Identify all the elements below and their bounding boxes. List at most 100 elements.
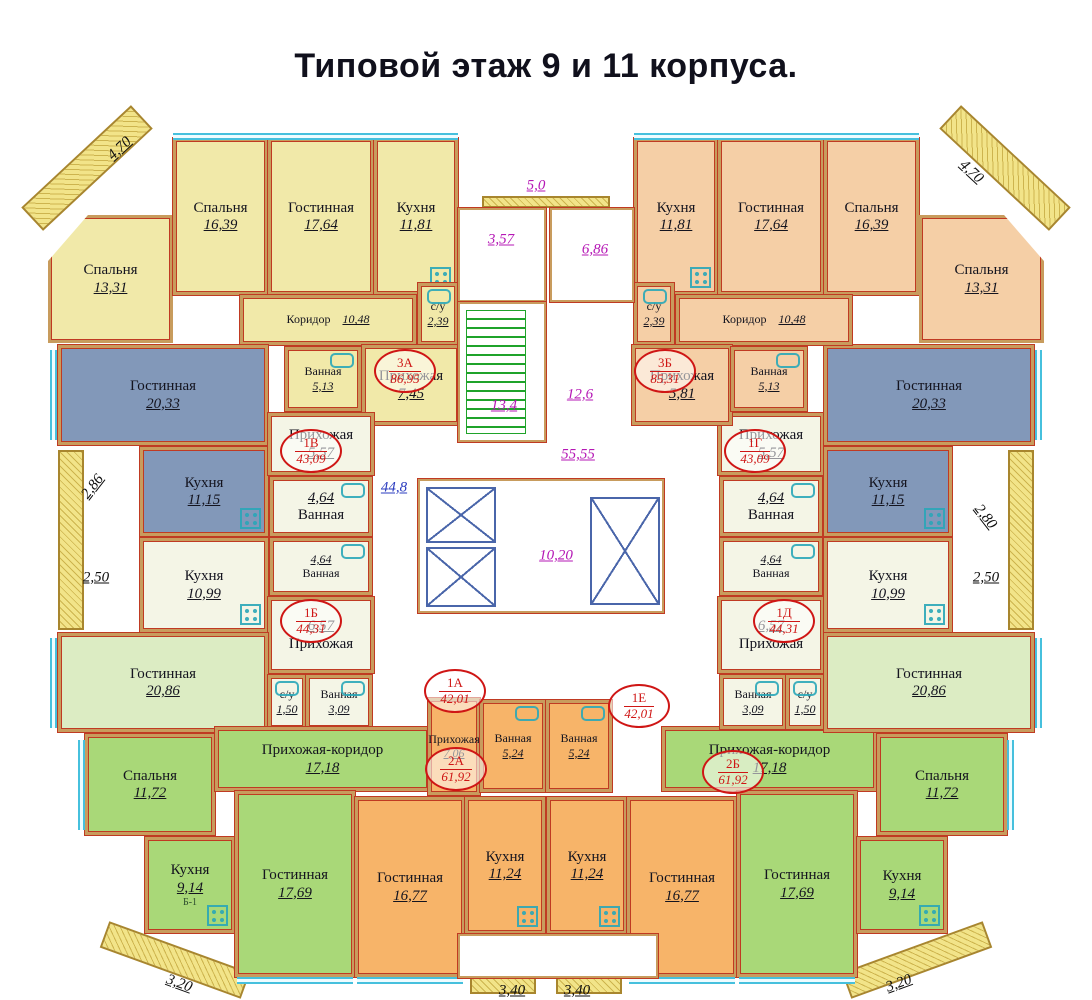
balcony-bay [1008, 450, 1034, 630]
balcony-bay [21, 105, 153, 231]
apartment-area: 44,31 [296, 620, 326, 636]
room-name: Ванная [560, 731, 598, 746]
room-name: Ванная [752, 566, 790, 580]
room-area: 16,77 [665, 887, 699, 904]
apartment-area: 42,01 [624, 705, 654, 721]
apartment-id: 1Д [768, 605, 800, 622]
window-strip [50, 350, 57, 440]
core-dimension-label: 3,57 [487, 231, 515, 248]
room-area: 4,64 [760, 551, 782, 566]
window-strip [1007, 740, 1014, 830]
core-dimension-label: 13,4 [490, 397, 518, 414]
room-area: 4,64 [307, 489, 335, 506]
room-area: 20,33 [146, 395, 180, 412]
room-name: Гостинная [129, 665, 197, 682]
room-area: 10,48 [778, 312, 806, 327]
window-strip [173, 133, 458, 140]
room-name: Спальня [954, 262, 1009, 278]
room-area: 2,39 [643, 313, 665, 328]
room-area: 11,24 [488, 866, 522, 882]
room-name: Кухня [567, 848, 607, 865]
room-area: 17,18 [305, 759, 340, 776]
dimension-label: 2,50 [82, 569, 110, 586]
room-name: Гостинная [648, 870, 716, 886]
apartment-id: 3Б [650, 355, 680, 372]
room-name: Прихожая [428, 731, 480, 746]
room-name: Кухня [868, 568, 908, 584]
lobby-landing [457, 933, 659, 979]
room-area: 17,64 [754, 217, 788, 233]
dimension-label: 2,80 [971, 501, 1000, 532]
room-area: 1,50 [276, 701, 298, 716]
room-name: с/у [646, 299, 662, 314]
room-area: 1,50 [794, 701, 816, 716]
room-name: Коридор [286, 312, 331, 327]
window-strip [357, 977, 463, 984]
room-name: с/у [797, 687, 813, 702]
room-area: 11,81 [399, 217, 433, 233]
room-name: Коридор [722, 312, 767, 327]
room-area: 5,24 [502, 745, 524, 760]
balcony-bay [58, 450, 84, 630]
room-name: Гостинная [895, 665, 963, 682]
dimension-label: 3,40 [498, 982, 526, 999]
room-area: 17,69 [278, 884, 312, 901]
room-area: 11,81 [659, 217, 693, 233]
room-name: Ванная [304, 364, 342, 379]
room-name: Спальня [193, 199, 248, 216]
room-name: Ванная [734, 687, 772, 702]
room-name: Кухня [184, 474, 224, 491]
room-name: с/у [279, 687, 295, 702]
room: Коридор 10,48 [675, 294, 853, 346]
apartment-id: 1Г [739, 435, 770, 452]
room-name: Спальня [914, 767, 970, 784]
room-area: 4,64 [757, 489, 785, 506]
apartment-id: 1Е [623, 690, 655, 707]
room-name: Кухня [396, 199, 436, 216]
apartment-area: 85,31 [650, 370, 680, 386]
core-dimension-label: 12,6 [566, 386, 594, 403]
apartment-id: 3А [389, 355, 421, 372]
window-strip [1035, 638, 1042, 728]
room-area: 4,64 [310, 551, 332, 566]
room-name: Гостинная [376, 870, 444, 886]
room-area: 5,24 [568, 745, 590, 760]
room-name: Кухня [485, 848, 525, 865]
core-dimension-label: 44,8 [380, 479, 408, 496]
window-strip [634, 133, 919, 140]
room-area: 10,99 [871, 585, 905, 602]
room-area: 16,77 [393, 887, 427, 904]
room-name: Гостинная [287, 199, 355, 216]
core-dimension-label: 6,86 [581, 241, 609, 258]
room-area: 5,13 [312, 378, 334, 393]
apartment-area: 43,09 [740, 450, 770, 466]
room-area: 5,13 [758, 378, 780, 393]
